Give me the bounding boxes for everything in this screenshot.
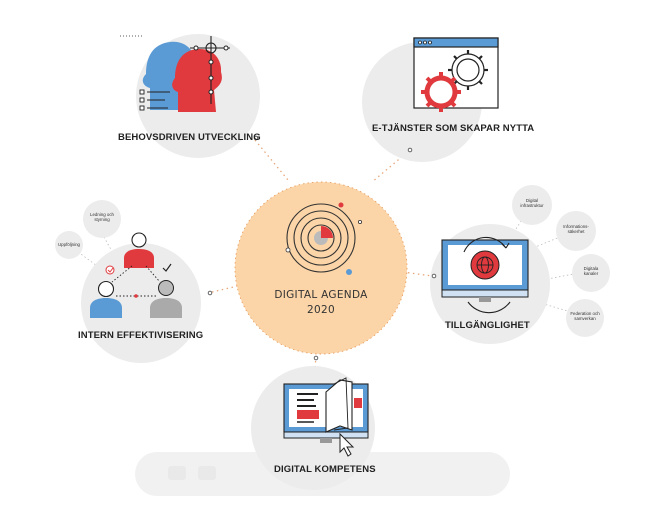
profiles-icon xyxy=(120,35,230,112)
satellite-informationssakerhet-line1: Informations- xyxy=(563,224,589,229)
label-intern: INTERN EFFEKTIVISERING xyxy=(78,330,204,341)
bubble-uppfoljning xyxy=(55,231,83,259)
monitor-book-icon xyxy=(283,377,369,457)
bubble-infrastruktur xyxy=(512,185,552,225)
satellite-ledning-line2: styrning xyxy=(94,217,110,223)
orbit-dot-red xyxy=(338,202,344,208)
bubble-ledning xyxy=(83,200,121,238)
satellite-informationssakerhet-line2: säkerhet xyxy=(567,229,585,235)
bubble-kanaler xyxy=(572,254,610,292)
satellite-kanaler: Digitala kanaler xyxy=(574,266,608,276)
bubble-federation xyxy=(566,299,604,337)
center-circle xyxy=(235,182,407,354)
satellite-infrastruktur-line1: Digital xyxy=(525,198,539,203)
satellite-infrastruktur-line2: infrastruktur xyxy=(520,203,544,209)
satellite-federation-line2: samverkan xyxy=(574,316,596,322)
center-title: DIGITAL AGENDA 2020 xyxy=(236,288,406,318)
satellite-federation: Federation och samverkan xyxy=(566,311,604,321)
orbit-dot-right xyxy=(357,219,362,224)
connector-dots xyxy=(207,135,437,361)
satellite-uppfoljning: Uppföljning xyxy=(54,242,84,247)
satellite-infrastruktur: Digital infrastruktur xyxy=(514,198,550,208)
satellite-kanaler-line1: Digitala xyxy=(583,266,599,271)
people-icon xyxy=(90,232,182,318)
target-red-sector xyxy=(321,226,333,238)
satellite-kanaler-line2: kanaler xyxy=(583,271,599,277)
monitor-globe-icon xyxy=(441,236,529,314)
bubble-informationssakerhet xyxy=(556,211,596,251)
satellite-uppfoljning-line1: Uppföljning xyxy=(58,242,80,247)
target-icon xyxy=(286,203,356,273)
satellite-informationssakerhet: Informations- säkerhet xyxy=(558,224,594,234)
satellite-federation-line1: Federation och xyxy=(570,311,600,316)
label-kompetens: DIGITAL KOMPETENS xyxy=(274,464,376,475)
satellite-ledning: Ledning och styrning xyxy=(84,212,120,222)
center-ring-dashed xyxy=(234,181,408,355)
label-tillganglighet: TILLGÄNGLIGHET xyxy=(445,320,530,331)
orbit-dot-blue xyxy=(346,269,352,275)
toolbar-icons xyxy=(168,466,216,480)
orbit-dot-left xyxy=(285,247,291,253)
satellite-ledning-line1: Ledning och xyxy=(90,212,114,217)
label-behovsdriven: BEHOVSDRIVEN UTVECKLING xyxy=(118,132,261,143)
center-title-line2: 2020 xyxy=(307,304,335,316)
browser-gears-icon xyxy=(413,37,499,112)
label-etjanster: E-TJÄNSTER SOM SKAPAR NYTTA xyxy=(372,123,535,134)
center-title-line1: DIGITAL AGENDA xyxy=(274,289,368,301)
